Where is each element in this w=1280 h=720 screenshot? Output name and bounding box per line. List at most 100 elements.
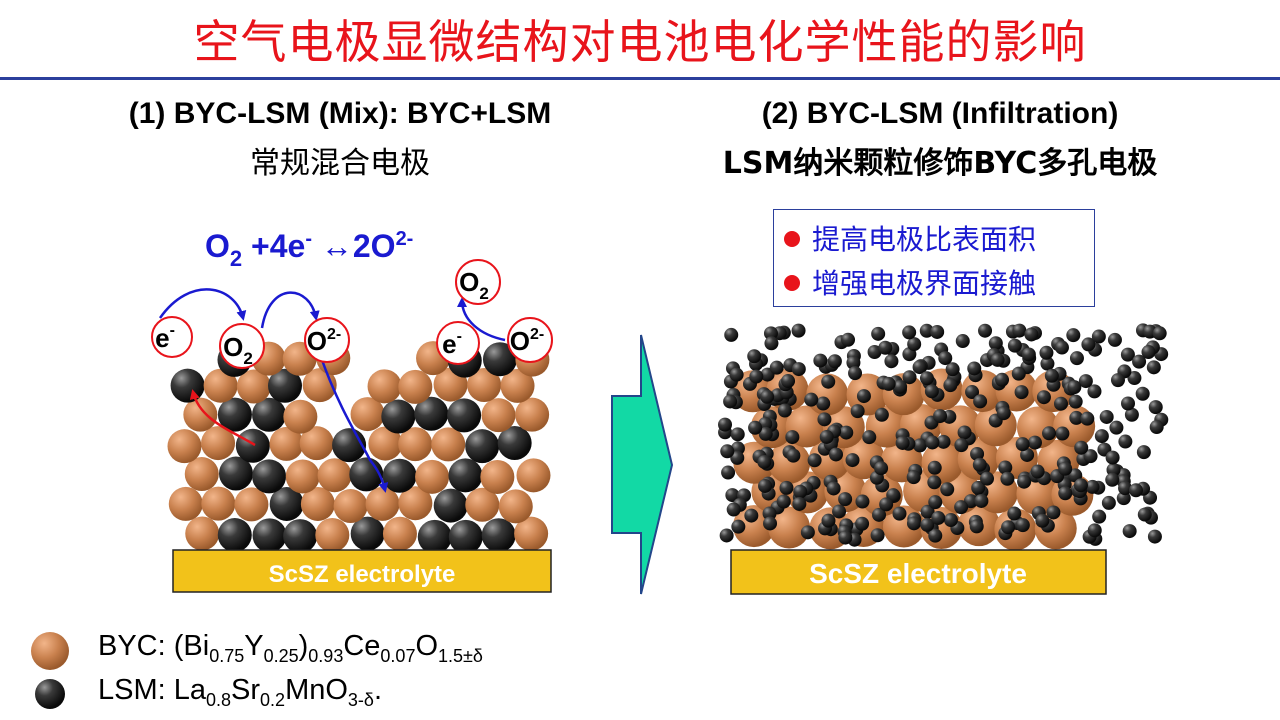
lsm-particle bbox=[1132, 354, 1147, 369]
lsm-particle bbox=[862, 430, 877, 445]
svg-text:O2: O2 bbox=[223, 332, 253, 368]
lsm-particle bbox=[1083, 449, 1098, 464]
lsm-particle bbox=[1042, 426, 1057, 441]
lsm-particle bbox=[1120, 347, 1135, 362]
lsm-particle bbox=[1017, 474, 1032, 489]
lsm-particle bbox=[920, 504, 935, 519]
lsm-particle bbox=[855, 494, 870, 509]
lsm-particle bbox=[1094, 429, 1109, 444]
lsm-particle bbox=[838, 492, 853, 507]
lsm-particle bbox=[764, 336, 779, 351]
lsm-particle bbox=[1058, 461, 1073, 476]
byc-particle bbox=[300, 486, 335, 521]
lsm-particle bbox=[902, 325, 917, 340]
byc-particle bbox=[285, 459, 320, 494]
lsm-particle bbox=[1085, 479, 1100, 494]
lsm-particle bbox=[781, 374, 796, 389]
left-heading: (1) BYC-LSM (Mix): BYC+LSM bbox=[128, 97, 552, 130]
reaction-equation: O2 +4e- ↔2O2- bbox=[205, 228, 413, 271]
byc-particle bbox=[398, 369, 433, 404]
lsm-particle bbox=[747, 349, 762, 364]
lsm-particle bbox=[1107, 332, 1122, 347]
lsm-particle bbox=[1109, 420, 1124, 435]
lsm-particle bbox=[1148, 400, 1163, 415]
lsm-particle bbox=[972, 457, 987, 472]
lsm-particle bbox=[827, 354, 842, 369]
byc-particle bbox=[516, 458, 551, 493]
byc-particle bbox=[283, 399, 318, 434]
lsm-particle bbox=[217, 397, 252, 432]
byc-particle bbox=[515, 397, 550, 432]
lsm-particle bbox=[881, 376, 896, 391]
lsm-particle bbox=[217, 518, 252, 553]
advantages-box: 提高电极比表面积 增强电极界面接触 bbox=[773, 209, 1095, 307]
lsm-particle bbox=[957, 425, 972, 440]
lsm-particle bbox=[870, 528, 885, 543]
lsm-particle bbox=[933, 409, 948, 424]
right-subheading: LSM纳米颗粒修饰BYC多孔电极 bbox=[722, 146, 1158, 181]
byc-particle bbox=[514, 516, 549, 551]
lsm-particle bbox=[971, 480, 986, 495]
lsm-particle bbox=[895, 435, 910, 450]
lsm-particle-icon bbox=[35, 679, 65, 709]
lsm-particle bbox=[912, 438, 927, 453]
lsm-particle bbox=[719, 528, 734, 543]
lsm-particle bbox=[943, 513, 958, 528]
left-electrolyte-layer bbox=[172, 549, 552, 593]
lsm-particle bbox=[252, 459, 287, 494]
lsm-particle bbox=[448, 519, 483, 554]
lsm-particle bbox=[758, 478, 773, 493]
lsm-particle bbox=[730, 450, 745, 465]
lsm-particle bbox=[874, 461, 889, 476]
lsm-particle bbox=[433, 488, 468, 523]
byc-particle bbox=[398, 486, 433, 521]
lsm-particle bbox=[1080, 411, 1095, 426]
lsm-particle bbox=[1069, 410, 1084, 425]
lsm-particle bbox=[813, 353, 828, 368]
lsm-particle bbox=[936, 434, 951, 449]
lsm-particle bbox=[1054, 340, 1069, 355]
oxygen-molecule-label-1: O2 bbox=[219, 323, 265, 369]
lsm-particle bbox=[826, 481, 841, 496]
lsm-particle bbox=[1092, 509, 1107, 524]
lsm-particle bbox=[930, 324, 945, 339]
lsm-particle bbox=[1058, 486, 1073, 501]
lsm-particle bbox=[1024, 327, 1039, 342]
lsm-particle bbox=[872, 507, 887, 522]
lsm-particle bbox=[791, 362, 806, 377]
lsm-particle bbox=[382, 458, 417, 493]
byc-particle bbox=[183, 397, 218, 432]
byc-particle bbox=[201, 486, 236, 521]
oxide-ion-label-1: O2- bbox=[304, 317, 350, 363]
bullet-2: 增强电极界面接触 bbox=[784, 262, 1036, 302]
byc-particle bbox=[333, 489, 368, 524]
lsm-particle bbox=[878, 340, 893, 355]
svg-text:O2-: O2- bbox=[307, 326, 341, 356]
lsm-particle bbox=[807, 453, 822, 468]
lsm-particle bbox=[763, 326, 778, 341]
lsm-particle bbox=[1035, 513, 1050, 528]
lsm-particle bbox=[1105, 450, 1120, 465]
lsm-particle bbox=[1021, 347, 1036, 362]
byc-particle bbox=[467, 368, 502, 403]
lsm-particle bbox=[252, 518, 287, 553]
lsm-particle bbox=[1069, 351, 1084, 366]
lsm-particle bbox=[996, 406, 1011, 421]
svg-text:O2-: O2- bbox=[510, 326, 544, 356]
byc-particle bbox=[431, 427, 466, 462]
lsm-particle bbox=[721, 465, 736, 480]
lsm-particle bbox=[725, 488, 740, 503]
lsm-particle bbox=[785, 430, 800, 445]
lsm-particle bbox=[856, 389, 871, 404]
lsm-particle bbox=[938, 351, 953, 366]
lsm-particle bbox=[1044, 368, 1059, 383]
lsm-particle bbox=[821, 513, 836, 528]
lsm-particle bbox=[1087, 523, 1102, 538]
lsm-particle bbox=[1067, 380, 1082, 395]
lsm-particle bbox=[1001, 520, 1016, 535]
svg-text:e-: e- bbox=[155, 322, 175, 353]
svg-text:O2: O2 bbox=[459, 267, 489, 303]
lsm-particle bbox=[943, 378, 958, 393]
right-electrode-particles bbox=[718, 323, 1169, 551]
